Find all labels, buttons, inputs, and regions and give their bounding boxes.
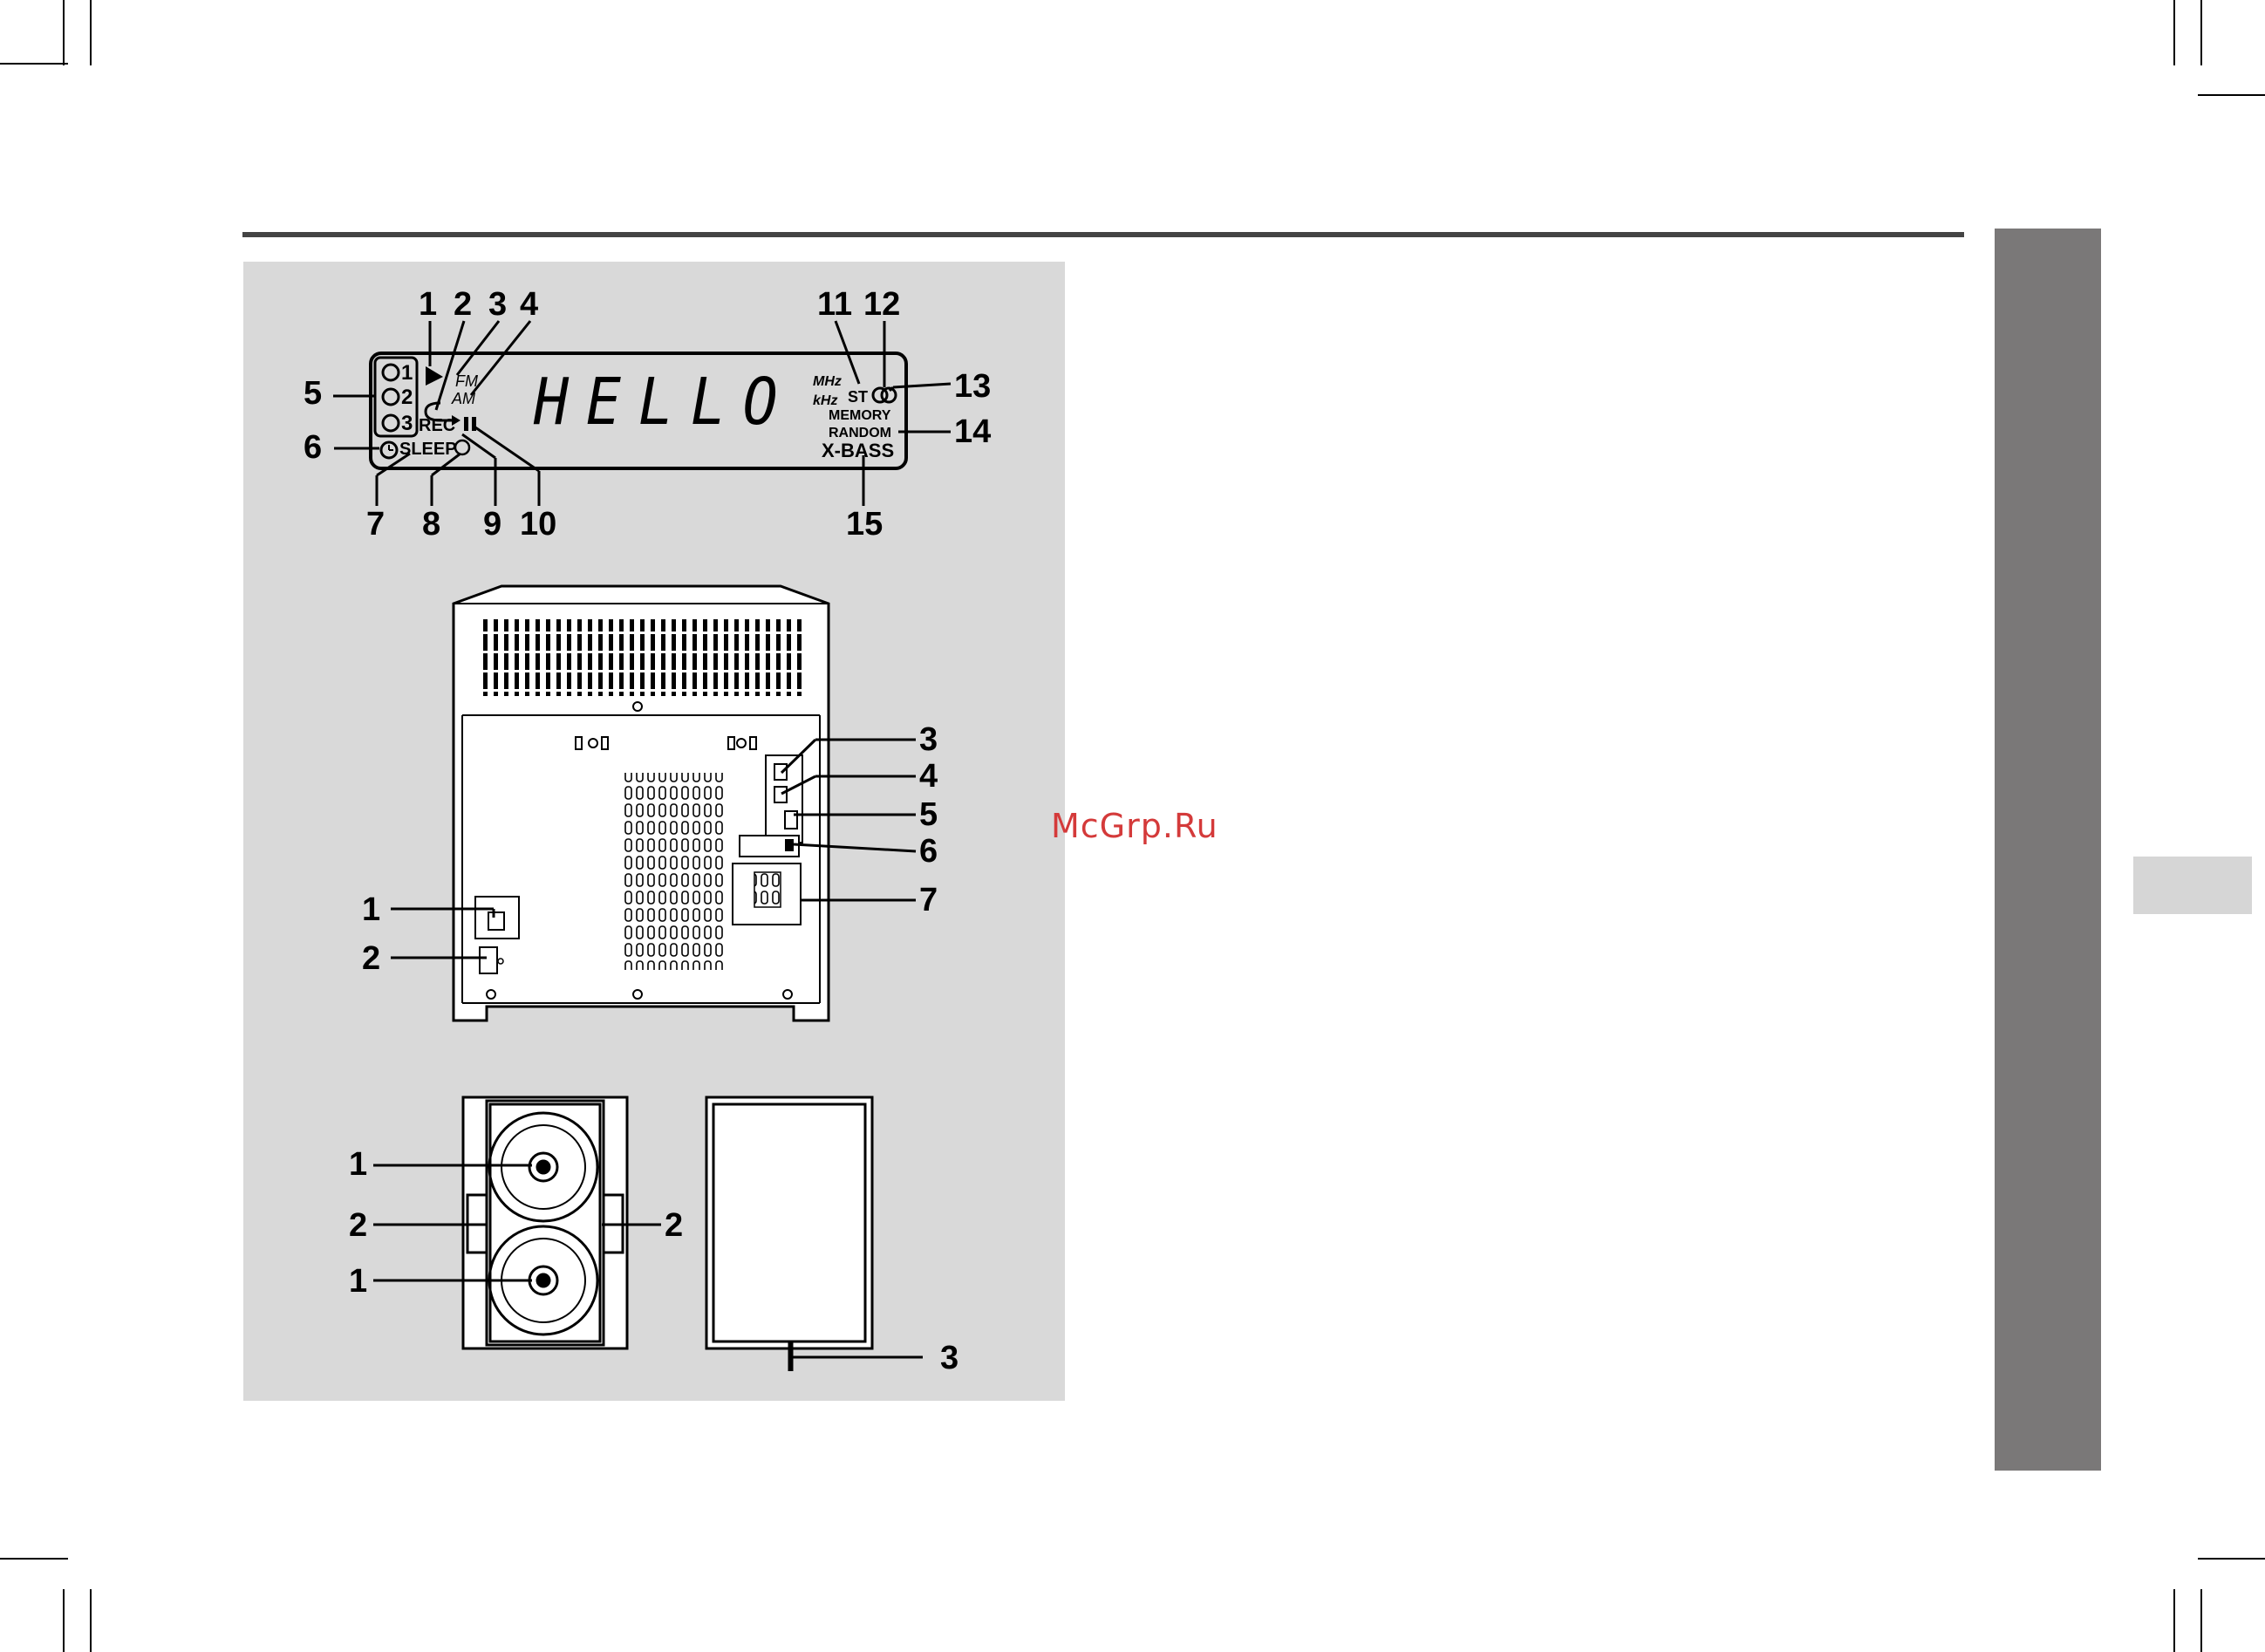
timer-number: 2 [401, 387, 413, 408]
callout-number: 2 [349, 1209, 367, 1242]
stereo-indicator: ST [848, 389, 868, 405]
fm-indicator: FM [455, 373, 478, 389]
callout-number: 1 [349, 1148, 367, 1181]
speaker-grille [706, 1097, 923, 1371]
callout-number: 10 [520, 508, 556, 541]
watermark: McGrp.Ru [1051, 807, 1218, 845]
timer-icon [383, 365, 399, 431]
callout-number: 2 [665, 1209, 683, 1242]
speaker-front [463, 1097, 627, 1348]
callout-number: 1 [419, 288, 437, 321]
callout-number: 1 [349, 1265, 367, 1298]
callout-number: 15 [846, 508, 883, 541]
sleep-indicator: SLEEP [399, 440, 457, 458]
callout-number: 12 [863, 288, 900, 321]
play-icon [426, 366, 443, 386]
mhz-indicator: MHz [813, 375, 842, 389]
khz-indicator: kHz [813, 394, 837, 408]
callout-number: 9 [483, 508, 501, 541]
callout-number: 8 [422, 508, 440, 541]
callout-number: 4 [520, 288, 538, 321]
xbass-indicator: X-BASS [822, 441, 894, 461]
callout-number: 4 [919, 760, 938, 793]
timer-play-icon [455, 440, 469, 454]
callout-number: 14 [954, 415, 991, 448]
rec-indicator: REC [419, 417, 455, 434]
display-text: HELLO [534, 370, 795, 434]
stereo-icon [873, 388, 896, 402]
callout-number: 6 [304, 431, 322, 464]
callout-number: 13 [954, 370, 991, 403]
callout-number: 5 [304, 377, 322, 410]
voltage-selector [475, 897, 519, 939]
callout-number: 5 [919, 798, 938, 831]
ac-input-socket [480, 947, 497, 973]
callout-number: 6 [919, 835, 938, 868]
callout-number: 11 [817, 288, 852, 321]
perforated-grille [622, 773, 725, 970]
callout-number: 3 [940, 1341, 959, 1375]
timer-number: 3 [401, 413, 413, 434]
callout-number: 2 [362, 942, 380, 975]
am-indicator: AM [452, 391, 475, 406]
pause-icon [464, 417, 468, 431]
callout-number: 7 [919, 884, 938, 917]
vent-slots [480, 619, 804, 696]
callout-number: 3 [919, 723, 938, 756]
memory-indicator: MEMORY [829, 409, 890, 423]
callout-number: 7 [366, 508, 385, 541]
timer-number: 1 [401, 363, 413, 384]
callout-number: 3 [488, 288, 507, 321]
callout-number: 2 [454, 288, 472, 321]
callout-number: 1 [362, 893, 380, 926]
random-indicator: RANDOM [829, 427, 891, 440]
